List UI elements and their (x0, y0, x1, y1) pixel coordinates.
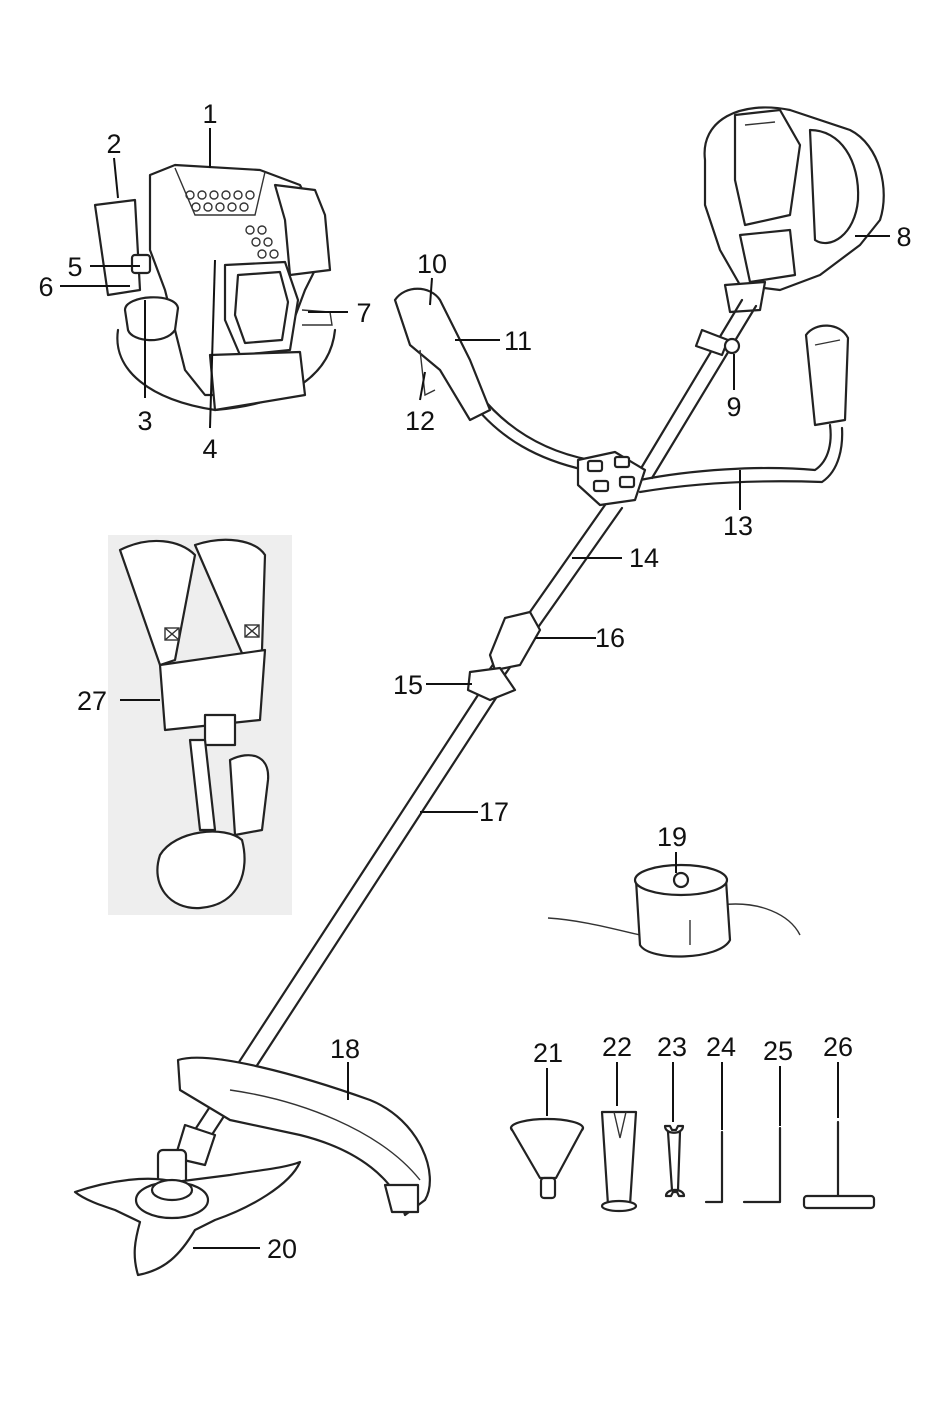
callout-19: 19 (657, 822, 687, 852)
callout-16: 16 (595, 623, 625, 653)
callout-7: 7 (356, 298, 371, 328)
callout-12: 12 (405, 406, 435, 436)
callout-22: 22 (602, 1032, 632, 1062)
callout-21: 21 (533, 1038, 563, 1068)
callout-14: 14 (629, 543, 659, 573)
callout-8: 8 (896, 222, 911, 252)
callout-6: 6 (38, 272, 53, 302)
harness-illustration (108, 535, 292, 915)
callout-11: 11 (504, 326, 532, 356)
callout-17: 17 (479, 797, 509, 827)
callout-25: 25 (763, 1036, 793, 1066)
callout-1: 1 (202, 99, 217, 129)
callout-27: 27 (77, 686, 107, 716)
trimmer-head-illustration (548, 865, 800, 956)
callout-20: 20 (267, 1234, 297, 1264)
callout-10: 10 (417, 249, 447, 279)
callout-26: 26 (823, 1032, 853, 1062)
callout-2: 2 (106, 129, 121, 159)
callout-5: 5 (67, 252, 82, 282)
callout-15: 15 (393, 670, 423, 700)
callout-18: 18 (330, 1034, 360, 1064)
callout-9: 9 (726, 392, 741, 422)
callout-23: 23 (657, 1032, 687, 1062)
callout-13: 13 (723, 511, 753, 541)
callout-24: 24 (706, 1032, 736, 1062)
callout-3: 3 (137, 406, 152, 436)
tools-illustration (511, 1112, 874, 1211)
callout-4: 4 (202, 434, 217, 464)
